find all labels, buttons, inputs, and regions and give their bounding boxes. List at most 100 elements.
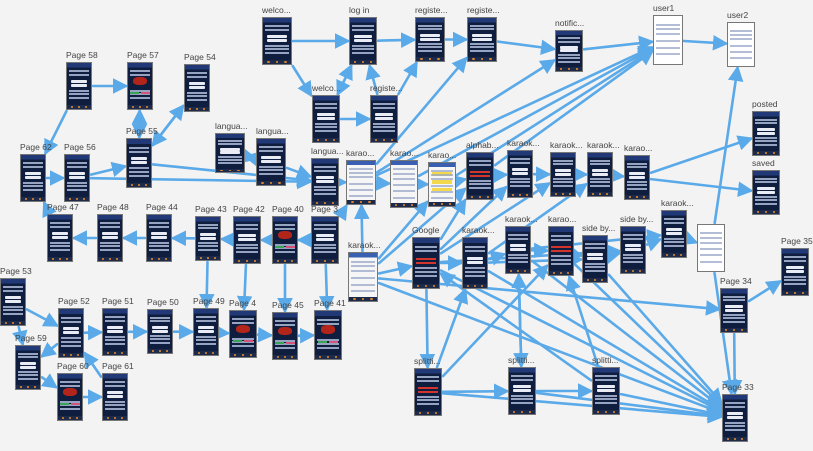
screen-node-page57[interactable]: Page 57 bbox=[127, 50, 159, 110]
screen-label: karao... bbox=[390, 148, 419, 158]
screen-node-splitting2[interactable]: splitti... bbox=[508, 355, 536, 415]
screen-thumbnail bbox=[272, 312, 298, 360]
screen-node-page53[interactable]: Page 53 bbox=[0, 266, 32, 326]
screen-thumbnail bbox=[15, 345, 41, 390]
screen-node-page61[interactable]: Page 61 bbox=[102, 361, 134, 421]
screen-node-page58[interactable]: Page 58 bbox=[66, 50, 98, 110]
screen-node-alphabet[interactable]: alphab... bbox=[466, 140, 499, 200]
screen-node-page60[interactable]: Page 60 bbox=[57, 361, 89, 421]
screen-thumbnail bbox=[414, 368, 442, 416]
screen-node-page33[interactable]: Page 33 bbox=[722, 382, 754, 442]
screen-node-sidebyside1[interactable]: side by... bbox=[582, 223, 615, 283]
screen-label: Page 56 bbox=[64, 142, 96, 152]
screen-node-page51[interactable]: Page 51 bbox=[102, 296, 134, 356]
screen-node-user2[interactable]: user2 bbox=[727, 10, 755, 67]
screen-node-register1[interactable]: registe... bbox=[415, 5, 448, 62]
screen-node-page62[interactable]: Page 62 bbox=[20, 142, 52, 202]
screen-node-page50[interactable]: Page 50 bbox=[147, 297, 179, 354]
screen-node-karaoke5[interactable]: karaok... bbox=[550, 140, 583, 197]
screen-node-saved[interactable]: saved bbox=[752, 158, 780, 215]
flow-arrow-page55-to-page54 bbox=[151, 104, 185, 147]
screen-node-page44[interactable]: Page 44 bbox=[146, 202, 178, 262]
screen-label: langua... bbox=[256, 126, 289, 136]
screen-node-page46[interactable]: Page 4 bbox=[229, 298, 257, 358]
screen-label: Page 44 bbox=[146, 202, 178, 212]
screen-thumbnail bbox=[415, 17, 445, 62]
screen-node-page48[interactable]: Page 48 bbox=[97, 202, 129, 262]
screen-label: langua... bbox=[215, 121, 248, 131]
screen-node-welcome2[interactable]: welco... bbox=[312, 83, 341, 143]
screen-node-splitting3[interactable]: splitti... bbox=[592, 355, 620, 415]
screen-node-page43[interactable]: Page 43 bbox=[195, 204, 227, 261]
screen-node-welcome1[interactable]: welco... bbox=[262, 5, 292, 65]
screen-node-karaoke10[interactable]: karaok... bbox=[505, 214, 538, 274]
screen-label: Page 3 bbox=[311, 204, 338, 214]
screen-node-karaoke3[interactable]: karao... bbox=[428, 150, 456, 207]
screen-node-category[interactable] bbox=[697, 224, 725, 272]
screen-node-page54[interactable]: Page 54 bbox=[184, 52, 216, 112]
screen-node-page56[interactable]: Page 56 bbox=[64, 142, 96, 202]
screen-node-page49[interactable]: Page 49 bbox=[193, 296, 225, 356]
flow-arrow-sidebyside2-to-karaoke12 bbox=[645, 236, 663, 252]
screen-node-page40[interactable]: Page 40 bbox=[272, 204, 304, 264]
screen-label: Google bbox=[412, 225, 440, 235]
screen-thumbnail bbox=[466, 152, 494, 200]
screen-node-page59[interactable]: Page 59 bbox=[15, 333, 47, 390]
screen-node-register3[interactable]: registe... bbox=[370, 83, 403, 143]
screen-thumbnail bbox=[620, 226, 646, 274]
screen-thumbnail bbox=[58, 308, 84, 358]
flow-arrow-alphabet-to-karaoke4 bbox=[492, 167, 509, 184]
screen-node-karaoke6[interactable]: karaok... bbox=[587, 140, 620, 197]
screen-node-page45[interactable]: Page 45 bbox=[272, 300, 304, 360]
screen-node-sidebyside2[interactable]: side by... bbox=[620, 214, 653, 274]
screen-node-notification[interactable]: notific... bbox=[555, 18, 584, 72]
screen-thumbnail bbox=[272, 216, 298, 264]
screen-node-page42[interactable]: Page 42 bbox=[233, 204, 265, 264]
screen-node-karaoke1[interactable]: karao... bbox=[346, 148, 376, 205]
screen-thumbnail bbox=[548, 226, 574, 276]
screen-label: side by... bbox=[582, 223, 616, 233]
screen-node-page47[interactable]: Page 47 bbox=[47, 202, 79, 262]
screen-node-login[interactable]: log in bbox=[349, 5, 377, 65]
screen-label: Page 35 bbox=[781, 236, 813, 246]
screen-thumbnail bbox=[256, 138, 286, 186]
screen-thumbnail bbox=[467, 17, 497, 62]
screen-node-karaoke8[interactable]: karaok... bbox=[348, 240, 381, 302]
flow-arrow-karaoke9-to-page33 bbox=[487, 270, 724, 411]
flow-arrow-karaoke2-to-user1 bbox=[417, 47, 655, 178]
screen-label: Page 48 bbox=[97, 202, 129, 212]
screen-label: Page 42 bbox=[233, 204, 265, 214]
screen-label: Page 53 bbox=[0, 266, 32, 276]
screen-node-google[interactable]: Google bbox=[412, 225, 440, 289]
screen-thumbnail bbox=[195, 216, 221, 261]
screen-node-karaoke4[interactable]: karaok... bbox=[507, 138, 540, 198]
flow-arrow-register3-to-register1 bbox=[397, 60, 418, 96]
screen-node-posted[interactable]: posted bbox=[752, 99, 780, 156]
screen-label: karao... bbox=[548, 214, 577, 224]
screen-node-splitting1[interactable]: splitti... bbox=[414, 356, 442, 416]
screen-node-karaoke7[interactable]: karao... bbox=[624, 143, 652, 200]
screen-node-page34[interactable]: Page 34 bbox=[720, 276, 752, 333]
screen-node-page55[interactable]: Page 55 bbox=[126, 126, 158, 188]
screen-node-user1[interactable]: user1 bbox=[653, 3, 683, 65]
screen-node-karaoke11[interactable]: karao... bbox=[548, 214, 576, 276]
screen-node-language3[interactable]: langua... bbox=[311, 146, 344, 206]
screen-node-karaoke2[interactable]: karao... bbox=[390, 148, 418, 208]
screen-node-page41[interactable]: Page 41 bbox=[314, 298, 346, 360]
screen-thumbnail bbox=[147, 309, 173, 354]
screen-node-register2[interactable]: registe... bbox=[467, 5, 500, 62]
screen-node-karaoke12[interactable]: karaok... bbox=[661, 198, 694, 258]
flow-arrow-page39-to-page41 bbox=[318, 263, 335, 312]
screen-node-page52[interactable]: Page 52 bbox=[58, 296, 90, 358]
screen-node-language1[interactable]: langua... bbox=[215, 121, 248, 173]
screen-label: langua... bbox=[311, 146, 344, 156]
screen-label: Page 43 bbox=[195, 204, 227, 214]
screen-node-page39[interactable]: Page 3 bbox=[311, 204, 339, 264]
screen-node-page35[interactable]: Page 35 bbox=[781, 236, 813, 296]
flow-arrow-karaoke7-to-posted bbox=[649, 135, 754, 175]
screen-thumbnail bbox=[507, 150, 533, 198]
screen-node-karaoke9[interactable]: karaok... bbox=[462, 225, 495, 289]
screen-label: registe... bbox=[370, 83, 403, 93]
screen-node-language2[interactable]: langua... bbox=[256, 126, 289, 186]
